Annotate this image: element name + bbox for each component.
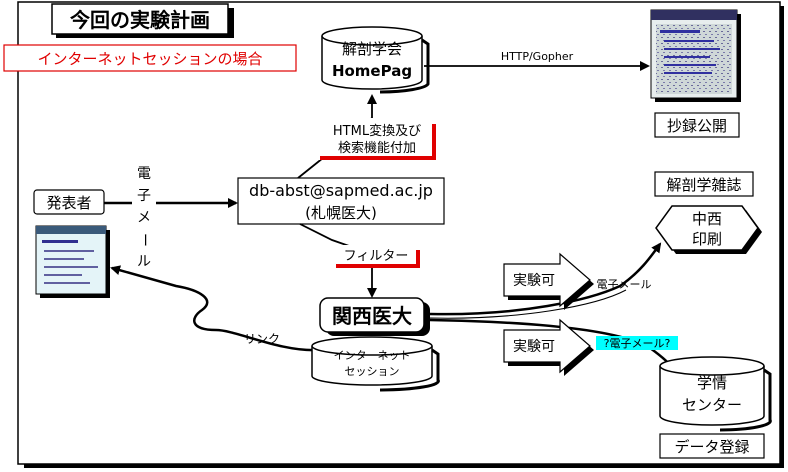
center-cylinder: 学情 センター [659, 356, 772, 432]
server-box: db-abst@sapmed.ac.jp (札幌医大) [237, 177, 445, 225]
email-vertical-char-2: メ [137, 210, 151, 226]
email-small-label: 電子メール [597, 278, 652, 291]
server-label-2: (札幌医大) [305, 204, 377, 222]
kansai-to-printer-arrow [429, 242, 662, 316]
subtitle: インターネットセッションの場合 [37, 50, 262, 68]
journal-label: 解剖学雑誌 [666, 176, 741, 194]
printer-label-1: 中西 [692, 210, 722, 228]
html-conversion-box: HTML変換及び 検索機能付加 [318, 118, 438, 160]
homepage-label-2: HomePag [332, 62, 412, 80]
email-q-highlight [596, 336, 678, 350]
webpage-thumbnail-icon [35, 225, 110, 298]
html-conversion-label-1: HTML変換及び [333, 123, 421, 139]
center-label-2: センター [682, 396, 742, 414]
kansai-box: 関西医大 [319, 297, 430, 336]
screenshot-thumbnail-icon [650, 9, 741, 102]
filter-box: フィルター [334, 245, 420, 268]
email-vertical-char-3: ー [136, 233, 152, 247]
exp-ok-label-1: 実験可 [513, 273, 555, 289]
data-reg-label: データ登録 [674, 438, 749, 456]
exp-ok-label-2: 実験可 [513, 339, 555, 355]
link-label: リンク [244, 332, 280, 346]
email-vertical-char-1: 子 [137, 188, 151, 204]
printer-hexagon: 中西 印刷 [655, 205, 762, 254]
publish-box: 抄録公開 [654, 112, 740, 138]
session-label-2: セッション [345, 365, 400, 378]
publish-label: 抄録公開 [667, 117, 727, 135]
subtitle-box: インターネットセッションの場合 [3, 44, 297, 72]
page-title: 今回の実験計画 [70, 8, 210, 32]
email-q-label: ?電子メール? [604, 337, 671, 350]
filter-label: フィルター [344, 249, 409, 264]
data-reg-box: データ登録 [659, 433, 765, 459]
printer-label-2: 印刷 [692, 230, 722, 248]
session-cylinder: インターネット セッション [311, 336, 440, 392]
html-conversion-label-2: 検索機能付加 [338, 141, 416, 156]
exp-ok-arrow-1: 実験可 [503, 252, 594, 310]
exp-ok-arrow-2: 実験可 [503, 318, 594, 376]
link-arrow [110, 265, 319, 352]
email-vertical-bg [132, 160, 156, 272]
kansai-label: 関西医大 [332, 304, 412, 328]
kansai-to-printer-arrow-inner [429, 289, 627, 319]
homepage-label-1: 解剖学会 [342, 40, 402, 58]
center-label-1: 学情 [697, 374, 727, 392]
email-vertical-char-4: ル [137, 254, 151, 270]
homepage-cylinder: 解剖学会 HomePag [321, 26, 430, 94]
presenter-label: 発表者 [46, 194, 91, 212]
journal-box: 解剖学雑誌 [654, 171, 754, 197]
http-label: HTTP/Gopher [501, 50, 574, 63]
title-box: 今回の実験計画 [51, 3, 234, 38]
session-label-1: インターネット [334, 349, 411, 362]
email-vertical-char-0: 電 [137, 166, 151, 182]
server-label-1: db-abst@sapmed.ac.jp [249, 181, 433, 200]
presenter-box: 発表者 [33, 189, 105, 215]
